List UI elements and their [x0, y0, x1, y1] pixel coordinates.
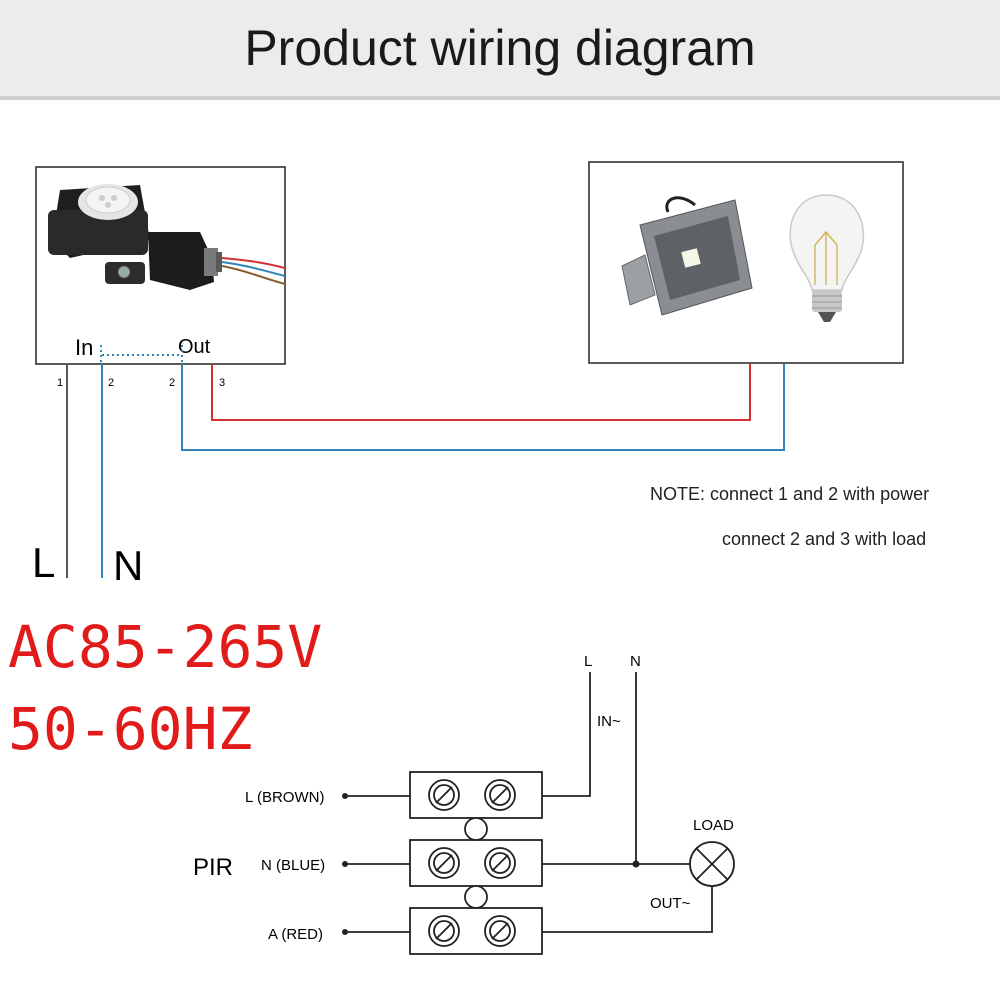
terminal-label-brown: L (BROWN): [245, 789, 324, 806]
schematic-in-label: IN~: [597, 713, 621, 730]
terminal-label-red: A (RED): [268, 926, 323, 943]
schematic-l-label: L: [584, 653, 592, 670]
wire-number-3: 3: [219, 377, 225, 389]
supply-n-label: N: [113, 542, 143, 589]
terminal-schematic: [345, 672, 713, 955]
pir-sensor-image: [48, 184, 286, 290]
schematic-n-label: N: [630, 653, 641, 670]
load-lamp-symbol: [689, 841, 735, 887]
sensor-out-label: Out: [178, 336, 211, 358]
wire-number-2-in: 2: [108, 377, 114, 389]
schematic-out-label: OUT~: [650, 895, 691, 912]
note-line-1: NOTE: connect 1 and 2 with power: [650, 484, 930, 504]
floodlight-image: [621, 196, 753, 316]
terminal-label-blue: N (BLUE): [261, 857, 325, 874]
lightbulb-image: [789, 194, 865, 322]
wire-load-red: [211, 364, 751, 421]
wire-number-2-out: 2: [169, 377, 175, 389]
frequency-range: 50-60HZ: [8, 695, 253, 763]
wire-load-blue: [181, 364, 785, 451]
schematic-pir-label: PIR: [193, 854, 233, 881]
schematic-load-label: LOAD: [693, 817, 734, 834]
schematic-dots: [342, 793, 640, 935]
terminal-screws: [428, 779, 516, 947]
sensor-in-label: In: [75, 335, 93, 360]
wire-number-1: 1: [57, 377, 63, 389]
supply-l-label: L: [32, 539, 55, 586]
page-title: Product wiring diagram: [244, 20, 756, 76]
title-banner: Product wiring diagram: [0, 0, 1000, 100]
voltage-range: AC85-265V: [8, 613, 323, 681]
note-line-2: connect 2 and 3 with load: [722, 529, 927, 549]
